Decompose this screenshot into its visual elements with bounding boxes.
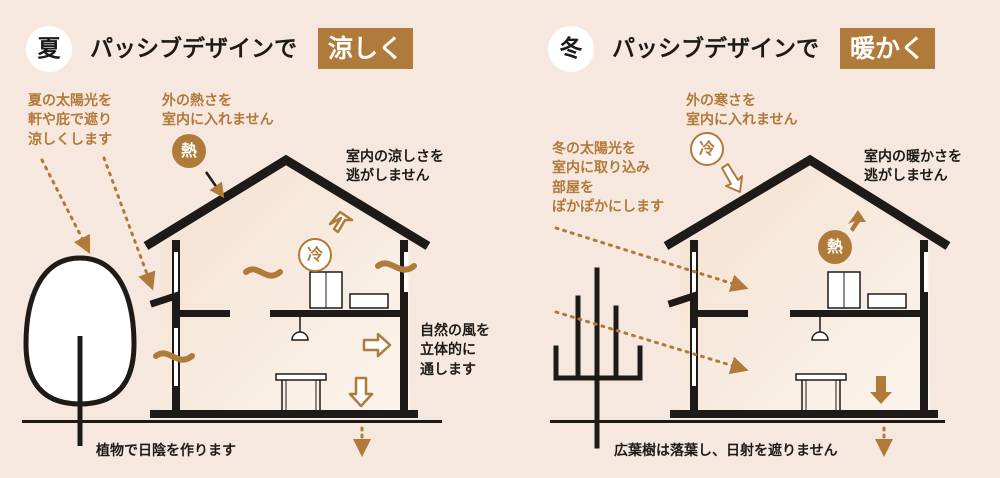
summer-upper-window [174,252,178,296]
winter-right-wall [920,240,928,416]
winter-ground [550,420,945,423]
summer-table [275,373,327,381]
summer-wind-note: 自然の風を 立体的に 通します [420,323,490,378]
summer-heading: パッシブデザインで [90,36,297,62]
winter-second-floor [790,310,928,317]
winter-house-interior [680,164,930,414]
winter-heat-icon: 熱 [818,230,852,264]
summer-ground [22,420,442,423]
summer-heat-arrow [204,171,225,199]
summer-heat-note: 外の熱さを 室内に入れません [162,93,274,129]
winter-tree-note: 広葉樹は落葉し、日射を遮りません [614,443,838,459]
winter-cold-icon: 冷 [690,132,724,166]
winter-house [550,154,951,423]
summer-foundation [150,410,418,418]
summer-sun-rays [40,156,156,291]
summer-keep-cool-note: 室内の涼しさを 逃がしません [346,149,444,185]
summer-sun-note: 夏の太陽光を 軒や庇で遮り 涼しくします [28,93,112,148]
winter-cold-arrow [721,163,743,193]
winter-eave [667,291,699,308]
summer-desk [349,293,389,309]
winter-heat-up-arrow [848,210,866,232]
winter-season-badge: 冬 [548,26,594,72]
summer-roof [143,154,431,250]
summer-right-wall [400,240,408,416]
winter-cold-note: 外の寒さを 室内に入れません [686,93,798,129]
summer-season-badge: 夏 [26,26,72,72]
summer-cool-icon: 冷 [298,238,332,272]
winter-bare-tree [553,267,643,449]
summer-tree [23,255,137,446]
winter-sun-rays [554,226,749,374]
winter-sun-note: 冬の太陽光を 室内に取り込み 部屋を ぽかぽかにします [552,141,664,215]
summer-tree-note: 植物で日陰を作ります [96,443,236,459]
summer-cool-badge: 涼しく [318,28,414,69]
summer-lamp [291,331,309,341]
winter-heat-down-arrow [870,376,892,404]
winter-warm-badge: 暖かく [840,28,936,69]
summer-balcony [178,310,230,317]
winter-keep-warm-note: 室内の暖かさを 逃がしません [864,149,962,185]
winter-roof [663,154,951,250]
summer-house-interior [160,164,410,414]
summer-eave [149,291,181,308]
summer-wind-waves [153,260,417,363]
summer-heat-icon: 熱 [172,134,206,168]
winter-foundation [670,410,938,418]
winter-heading: パッシブデザインで [612,36,819,62]
summer-air-arrows [328,210,392,408]
summer-second-floor [270,310,408,317]
